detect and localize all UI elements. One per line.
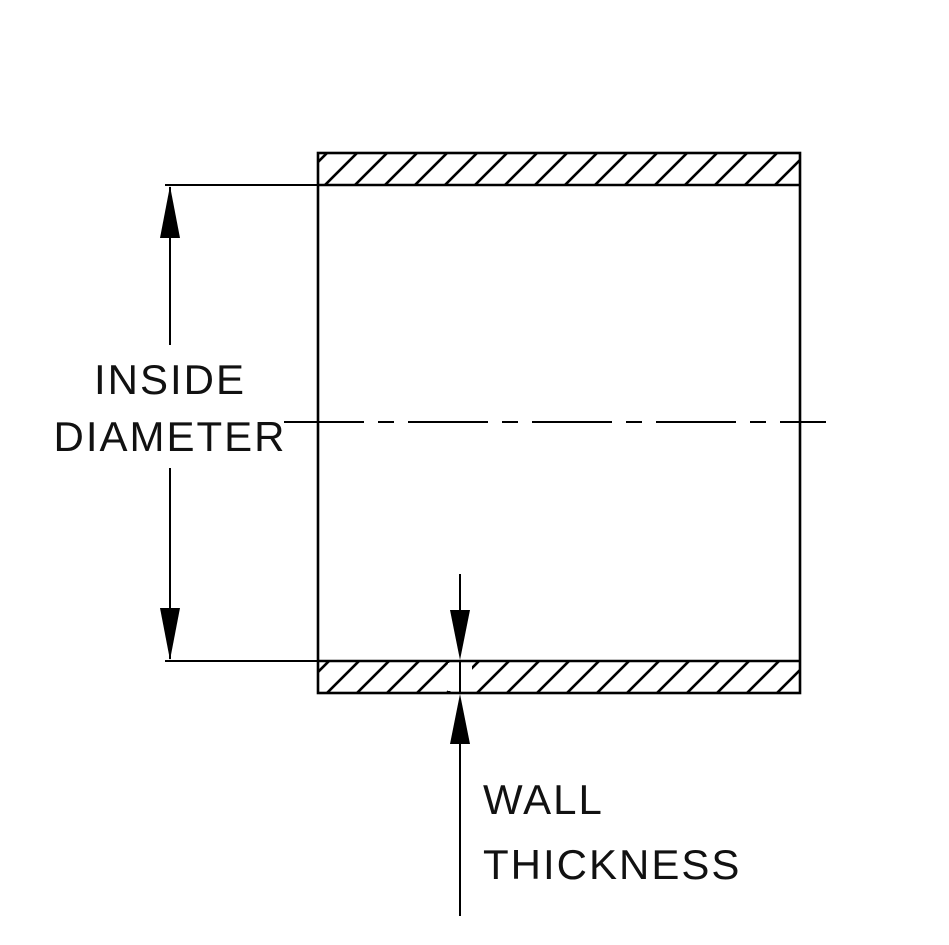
wall-thickness-arrow-up-icon [450, 694, 470, 744]
bottom-wall-hatch [318, 661, 800, 693]
wall-thickness-label-line2: THICKNESS [483, 841, 741, 888]
wall-thickness-arrow-down-icon [450, 610, 470, 660]
top-wall-hatch [318, 153, 800, 185]
inside-diameter-label-line2: DIAMETER [53, 413, 286, 460]
arrow-up-icon [160, 186, 180, 238]
wall-thickness-label-line1: WALL [483, 776, 604, 823]
inside-diameter-label-line1: INSIDE [94, 356, 246, 403]
arrow-down-icon [160, 608, 180, 660]
